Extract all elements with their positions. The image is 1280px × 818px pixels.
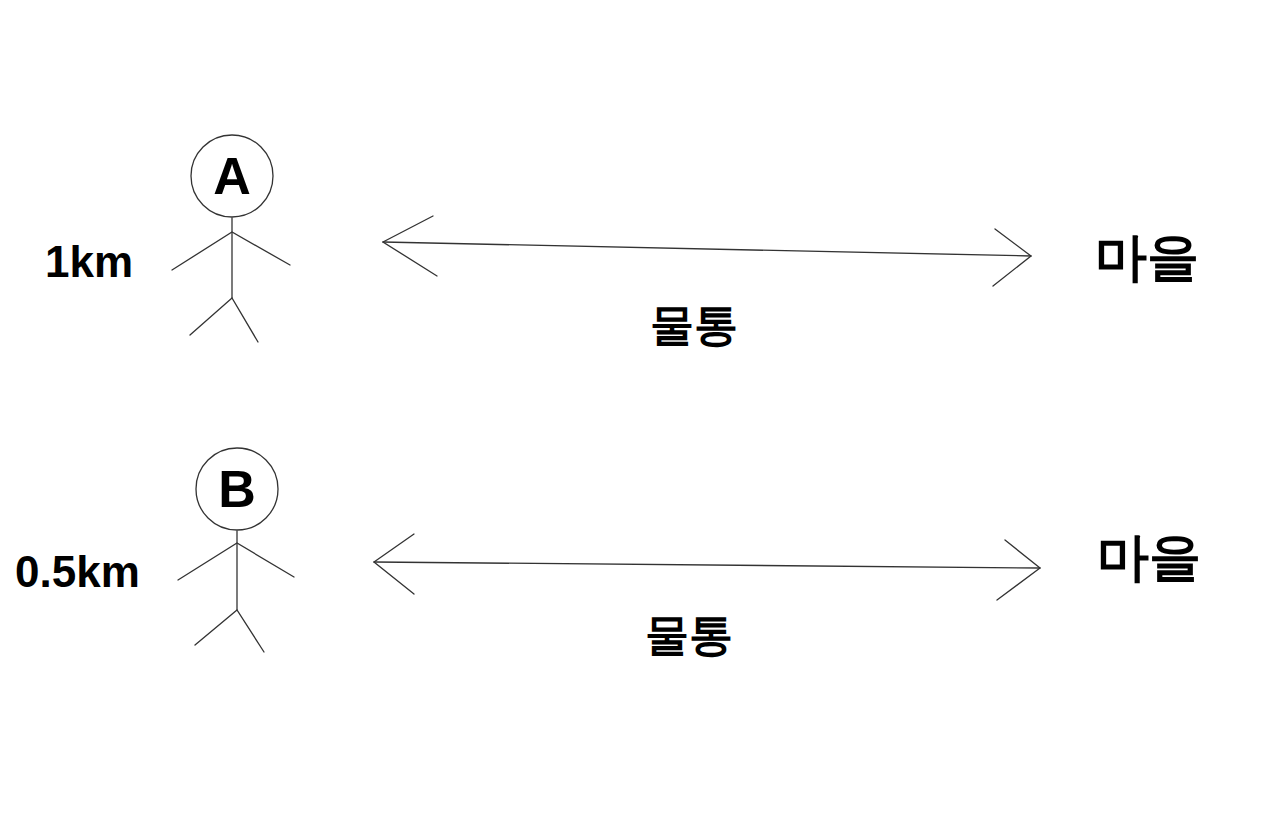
distance-label: 0.5km <box>13 548 142 596</box>
person-letter: A <box>213 150 251 202</box>
distance-label: 1km <box>43 238 135 286</box>
destination-label: 마을 <box>1095 529 1203 586</box>
double-arrow-a <box>383 216 1031 286</box>
person-letter: B <box>218 463 256 515</box>
item-label: 물통 <box>648 301 740 349</box>
stick-figure-b <box>178 531 294 652</box>
head-circle: B <box>195 447 279 531</box>
double-arrow-b <box>374 534 1040 600</box>
head-circle: A <box>190 134 274 218</box>
item-label: 물통 <box>643 611 735 659</box>
destination-label: 마을 <box>1093 229 1201 286</box>
stick-figure-a <box>172 218 290 342</box>
